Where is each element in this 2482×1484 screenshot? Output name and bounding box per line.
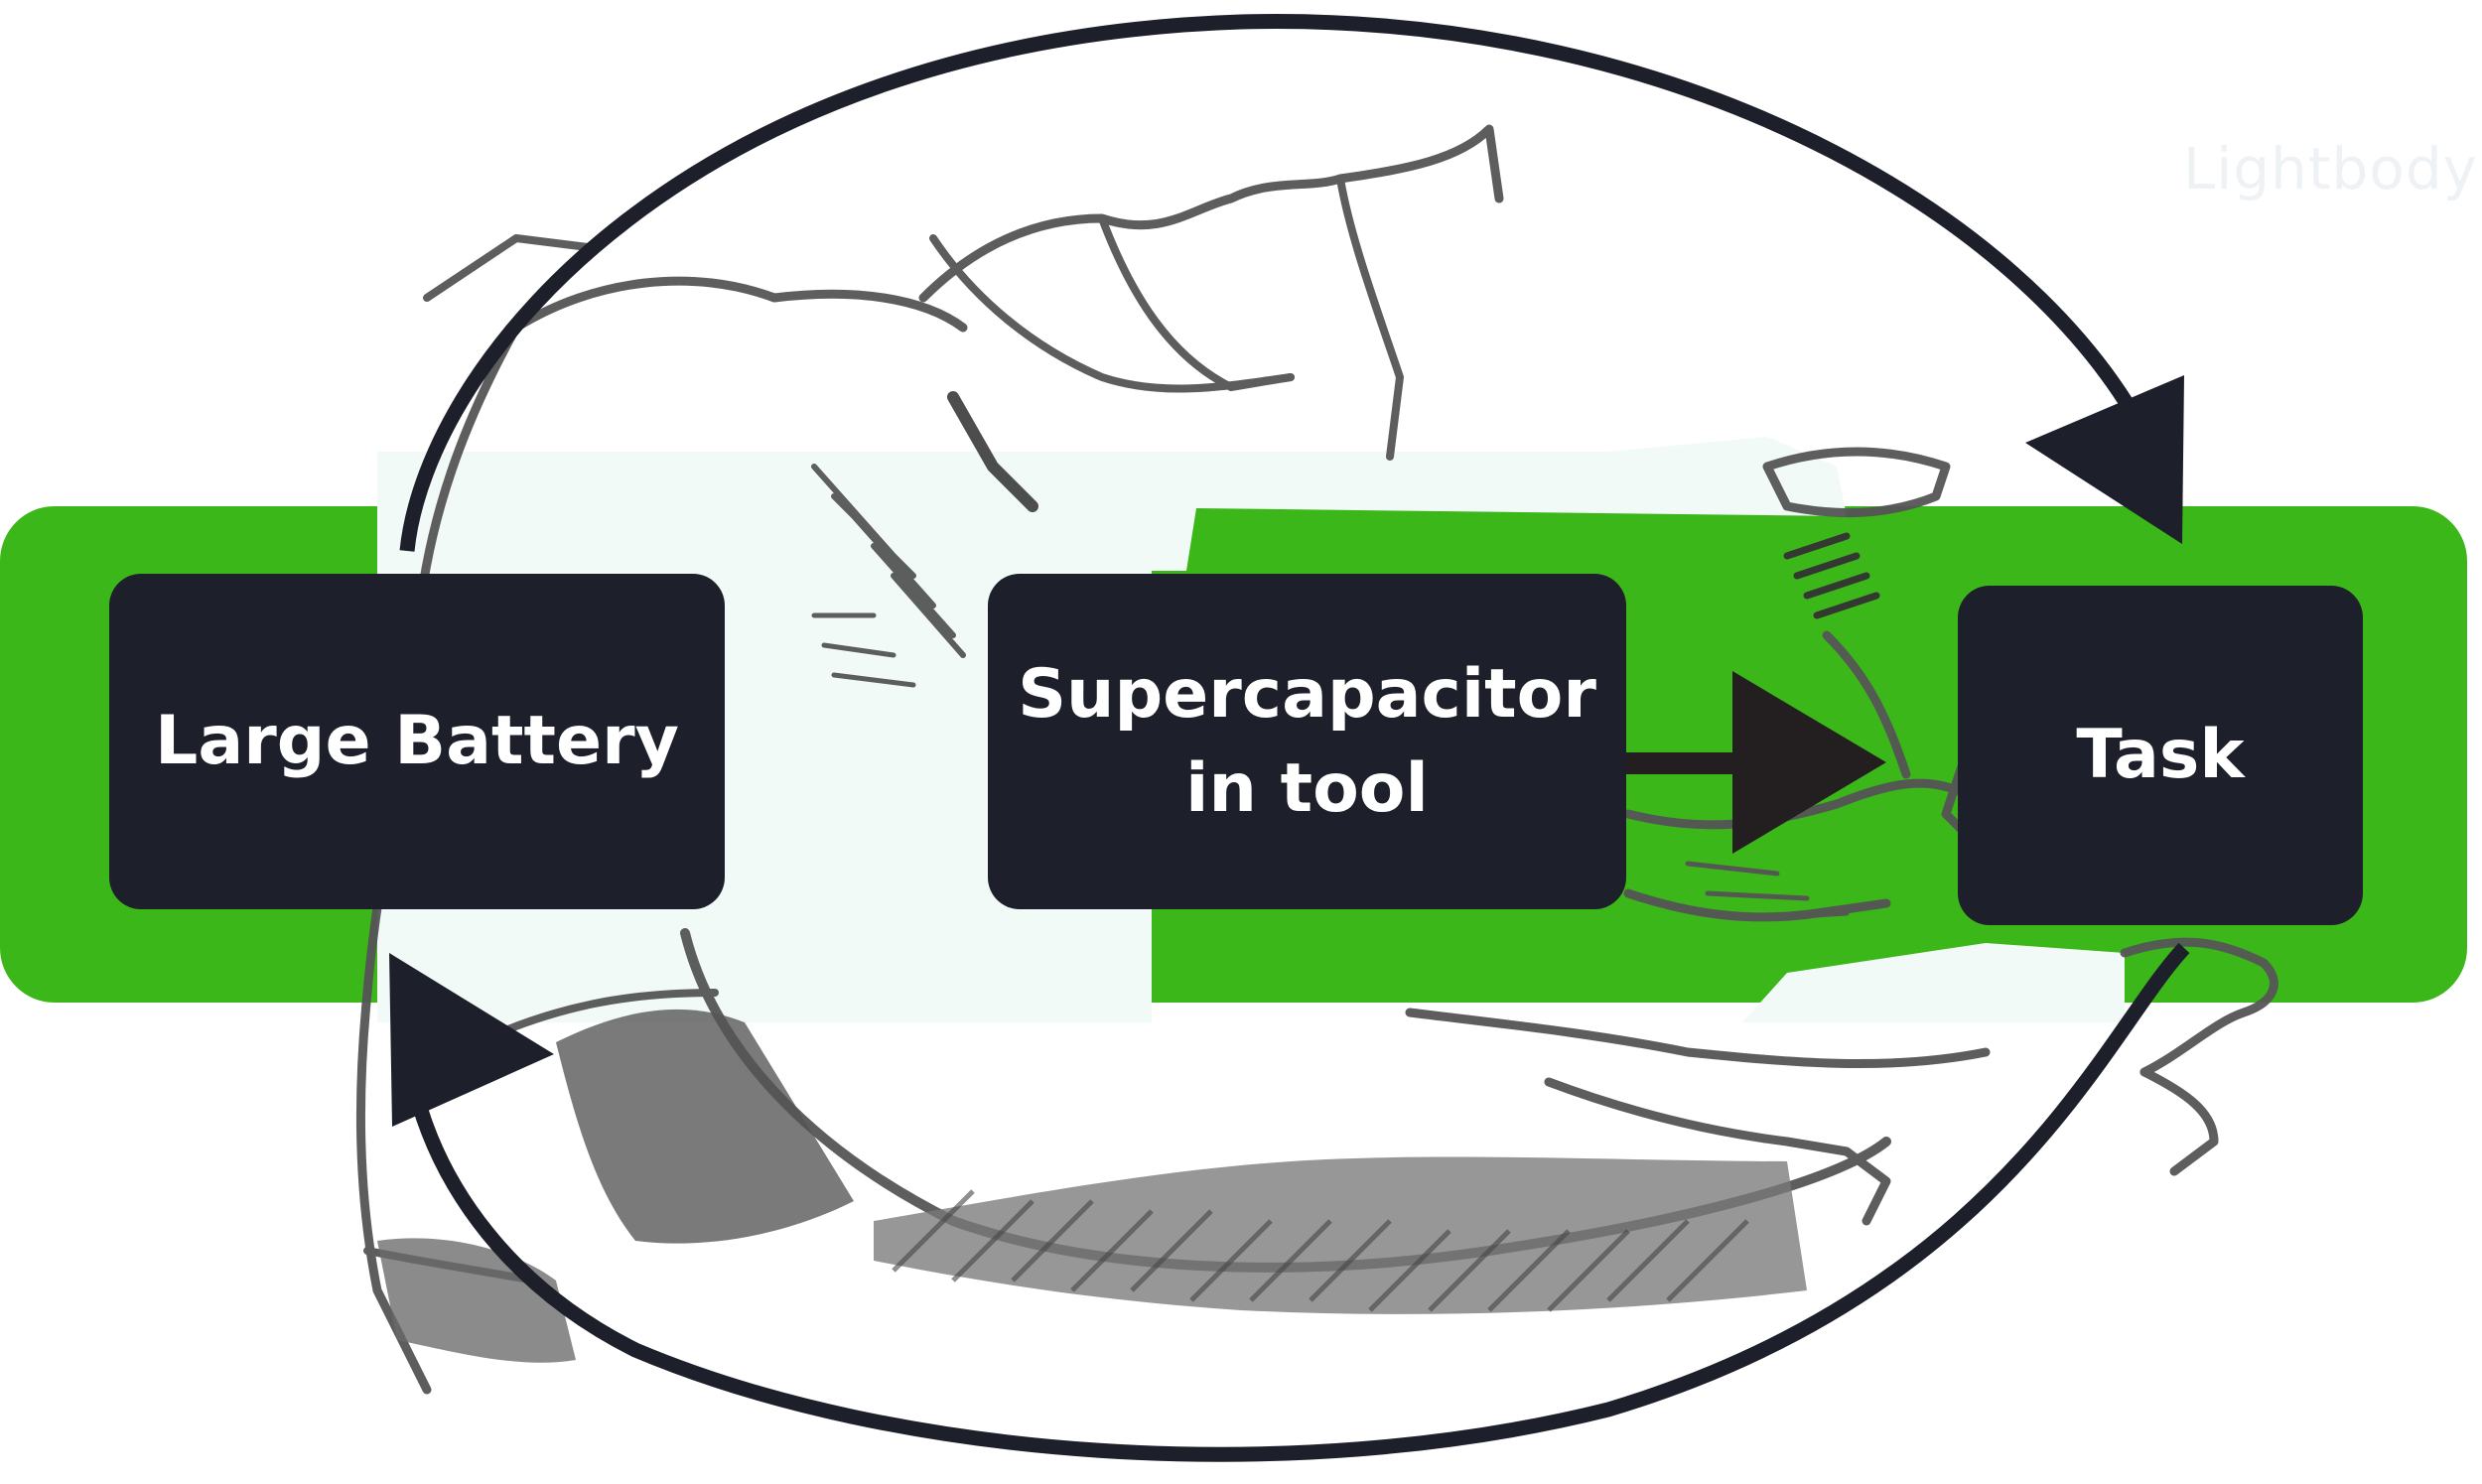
- sketch-shadow: [377, 1010, 1807, 1363]
- node-supercapacitor-label: Supercapacitor in tool: [1018, 647, 1596, 836]
- node-large-battery: Large Battery: [109, 574, 725, 909]
- straight-arrow-shaft: [1623, 752, 1742, 774]
- watermark-text: Lightbody: [2183, 135, 2478, 202]
- node-task-label: Task: [2076, 708, 2244, 802]
- node-supercapacitor: Supercapacitor in tool: [988, 574, 1626, 909]
- node-task: Task: [1958, 586, 2363, 925]
- node-large-battery-label: Large Battery: [155, 694, 679, 788]
